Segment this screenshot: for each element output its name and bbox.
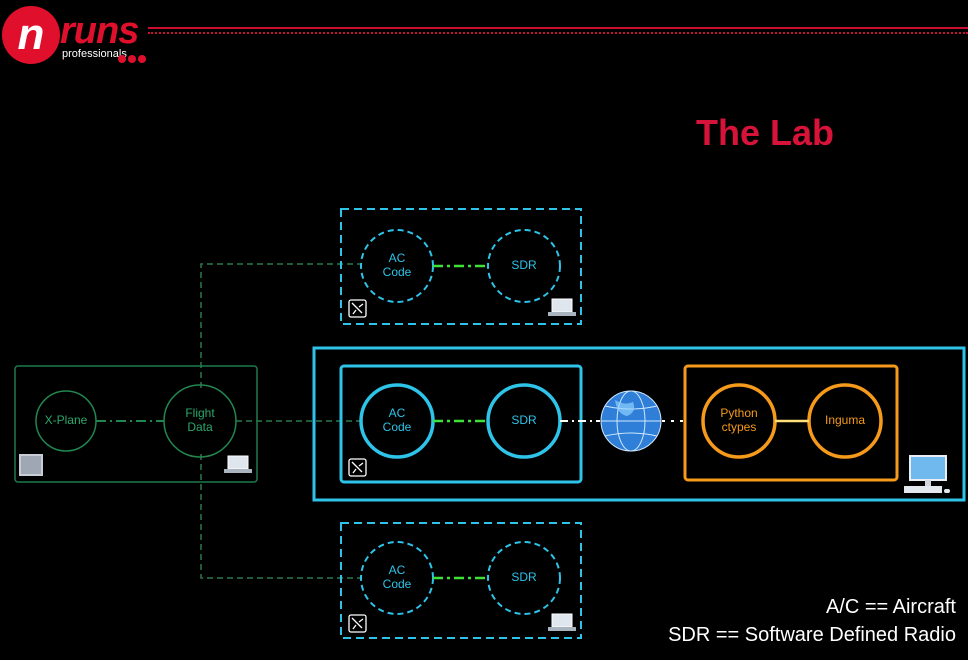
- laptop-icon: [548, 613, 576, 631]
- python-label-line2: ctypes: [721, 419, 757, 434]
- flight-data-label: Flight Data: [170, 406, 230, 435]
- aircraft-box-top: [340, 208, 582, 325]
- top-ac-code-label: AC Code: [367, 251, 427, 280]
- middle-ac-code-label: AC Code: [367, 406, 427, 435]
- brand-logo-mark: n: [2, 6, 60, 64]
- aircraft-box-bottom: [340, 522, 582, 639]
- globe-icon: [600, 390, 662, 452]
- brand-logo-dots: [118, 50, 148, 63]
- desktop-icon: [904, 455, 950, 493]
- plane-icon: [348, 614, 367, 633]
- brand-logo-text: runs: [60, 10, 139, 52]
- python-ctypes-label: Python ctypes: [705, 406, 773, 435]
- legend-aircraft: A/C == Aircraft: [825, 596, 956, 618]
- python-label-line1: Python: [720, 406, 758, 420]
- laptop-icon: [548, 298, 576, 316]
- simulator-box: [14, 365, 258, 483]
- top-ac-label-line1: AC: [388, 251, 406, 265]
- plane-icon: [348, 458, 367, 477]
- flight-data-label-line2: Data: [187, 419, 213, 434]
- laptop-icon: [224, 455, 252, 473]
- middle-ac-label-line2: Code: [382, 419, 412, 434]
- header-rule-dotted: [148, 32, 968, 34]
- bottom-ac-label-line2: Code: [382, 576, 412, 591]
- top-ac-label-line2: Code: [382, 264, 412, 279]
- bottom-sdr-label: SDR: [511, 570, 537, 584]
- legend-sdr: SDR == Software Defined Radio: [668, 624, 956, 646]
- plane-icon: [348, 299, 367, 318]
- header-rule: [148, 27, 968, 29]
- page-title: The Lab: [695, 112, 834, 153]
- middle-sdr-label: SDR: [511, 413, 537, 427]
- lab-network-box: [312, 346, 966, 502]
- brand-logo-subtitle: professionals: [62, 48, 127, 60]
- bottom-ac-label-line1: AC: [388, 563, 406, 577]
- top-sdr-label: SDR: [511, 258, 537, 272]
- middle-ac-label-line1: AC: [388, 406, 406, 420]
- inguma-label: Inguma: [824, 413, 866, 427]
- bottom-ac-code-label: AC Code: [367, 563, 427, 592]
- xplane-label: X-Plane: [44, 413, 88, 427]
- flight-data-label-line1: Flight: [185, 406, 215, 420]
